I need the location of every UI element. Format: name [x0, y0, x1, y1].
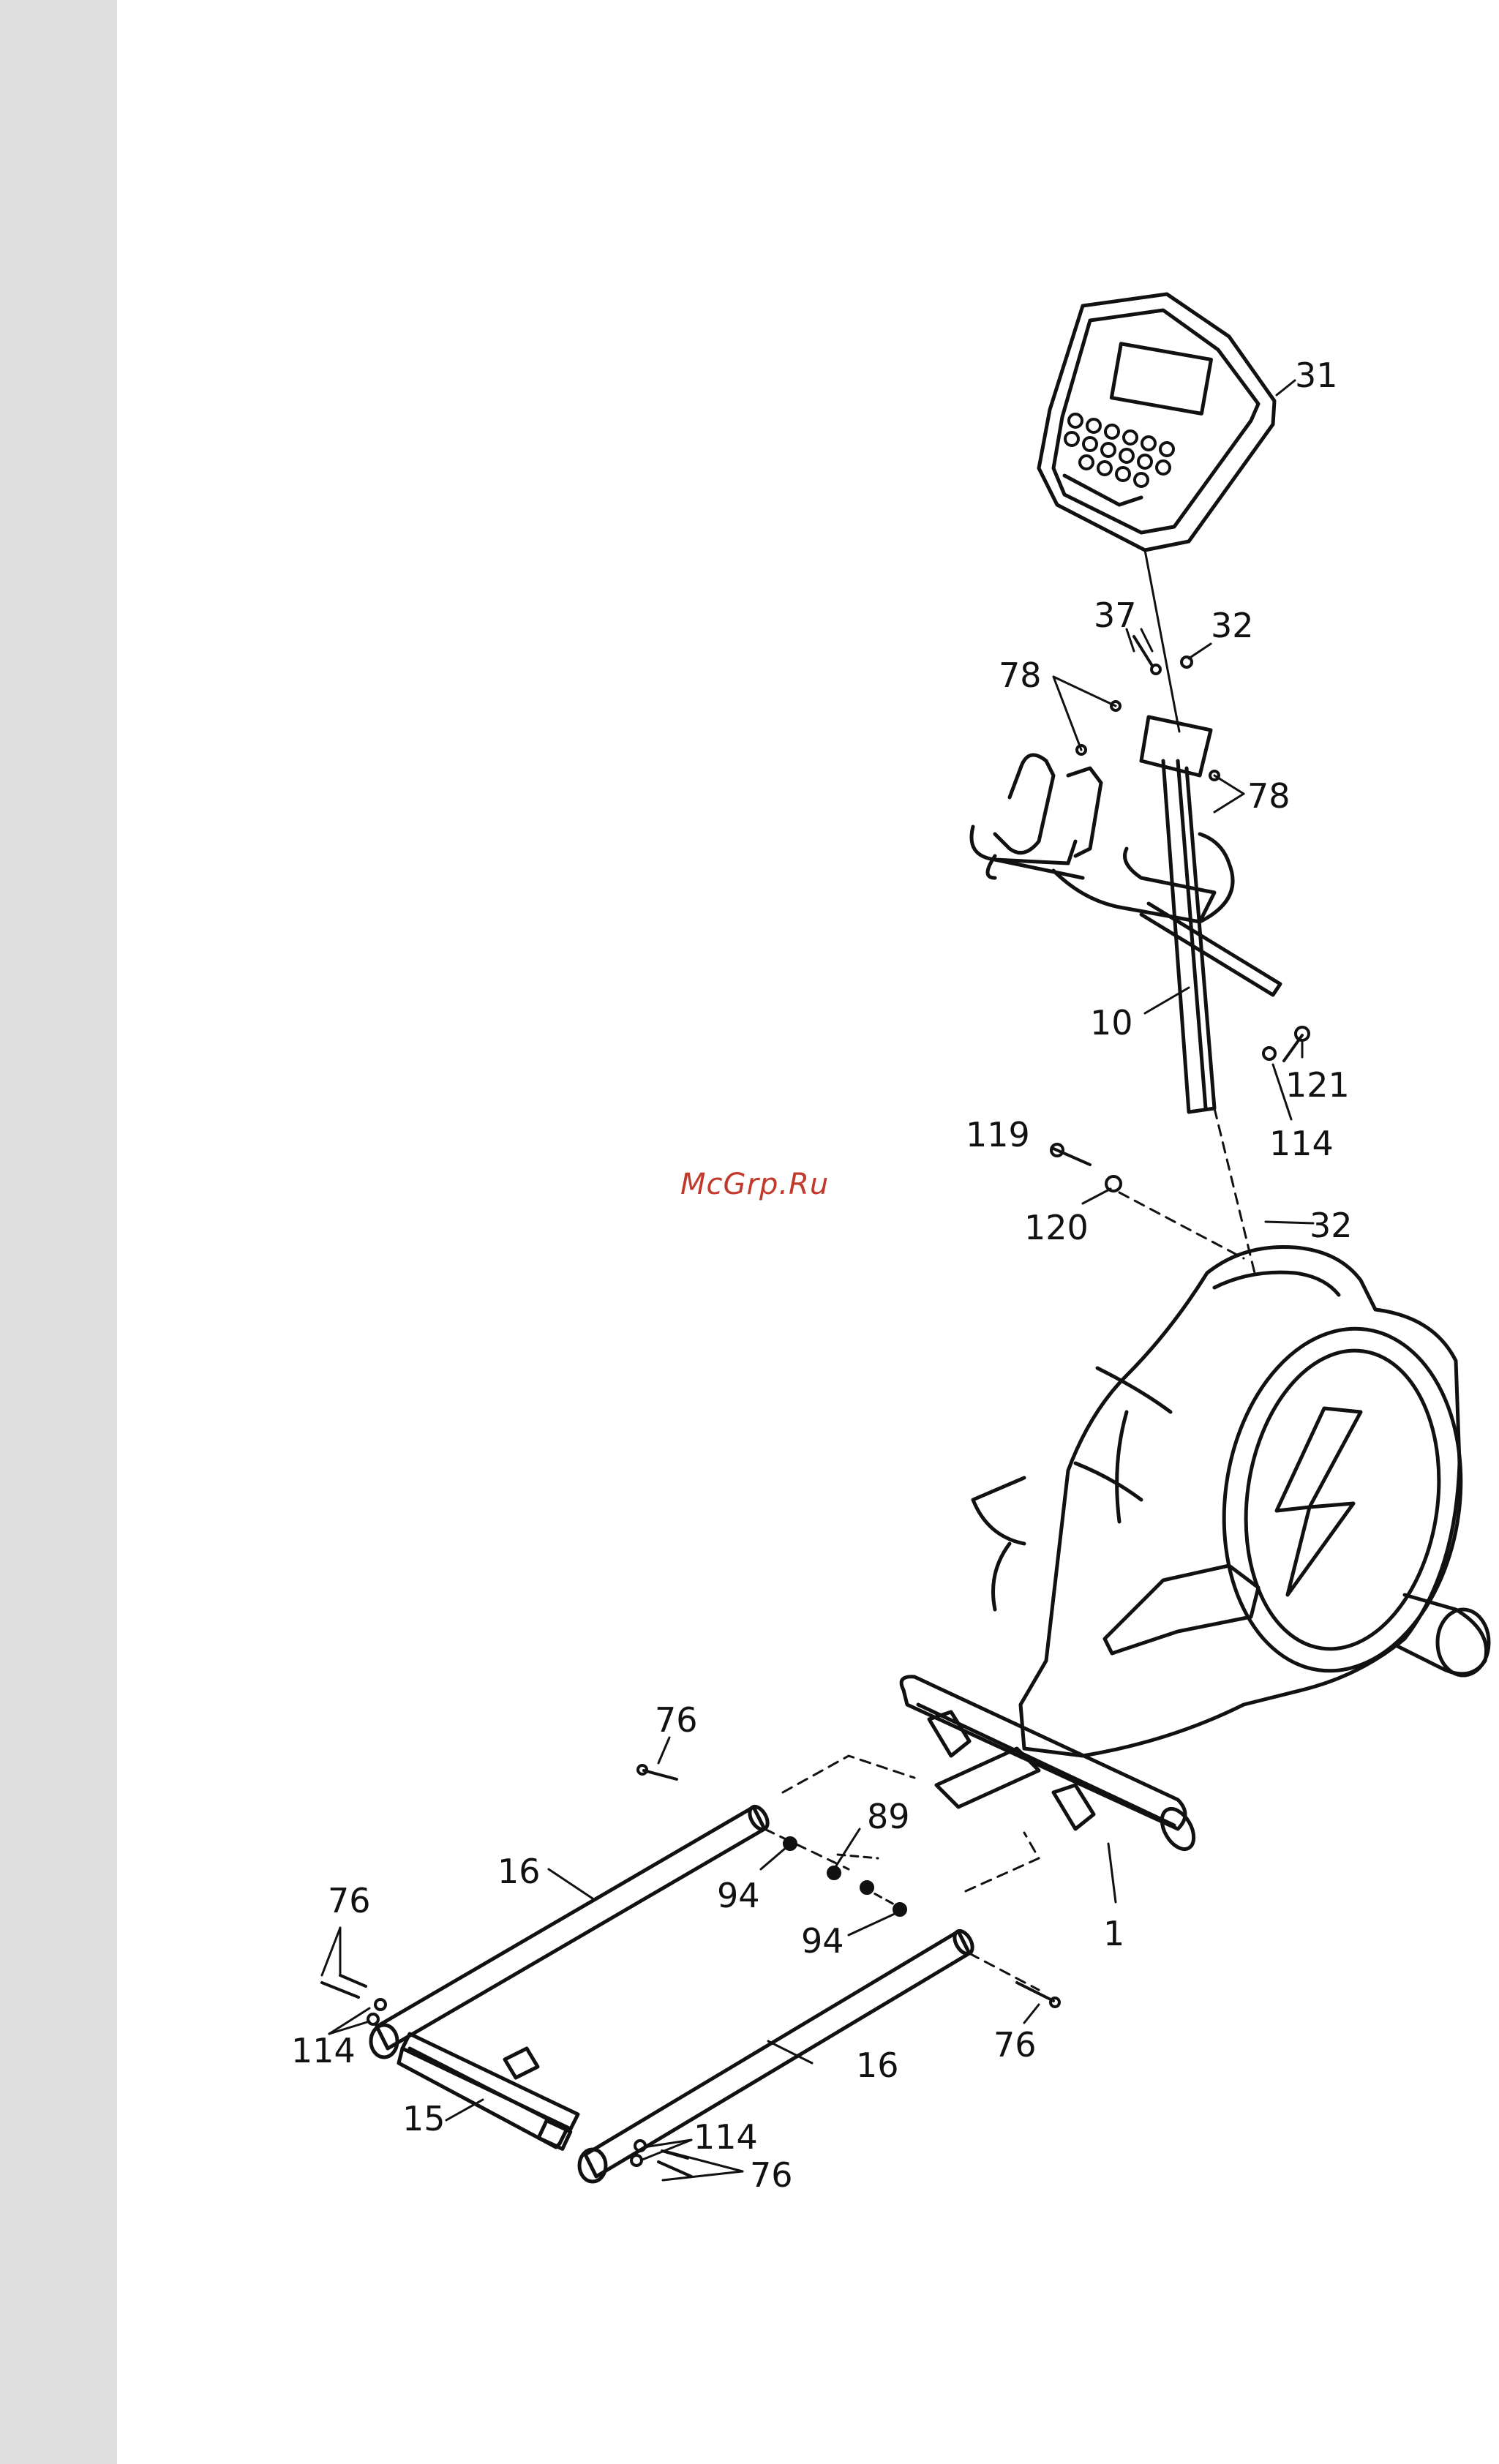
- callout-89: 89: [867, 1800, 910, 1833]
- watermark-text: McGrp.Ru: [680, 1168, 829, 1201]
- front-stabilizer-part: [901, 1677, 1200, 1855]
- callout-76-top: 76: [655, 1703, 698, 1737]
- handlebar-upright-part: [972, 717, 1280, 1112]
- callout-76-bottom: 76: [750, 2158, 793, 2192]
- callout-121: 121: [1285, 1068, 1350, 1102]
- callout-1: 1: [1103, 1917, 1124, 1950]
- callout-15: 15: [402, 2102, 446, 2136]
- main-frame-housing: [973, 1247, 1489, 1756]
- callout-16-left: 16: [497, 1855, 541, 1888]
- callout-10: 10: [1090, 1006, 1133, 1040]
- callout-94-right: 94: [801, 1924, 844, 1958]
- callout-76-right: 76: [993, 2028, 1037, 2062]
- callout-76-left: 76: [328, 1884, 371, 1918]
- fastener-hardware: [1051, 636, 1309, 1191]
- callout-119: 119: [966, 1118, 1030, 1152]
- callout-94-left: 94: [717, 1879, 760, 1912]
- callout-37: 37: [1094, 598, 1137, 632]
- console-part: [1039, 294, 1274, 550]
- callout-120: 120: [1024, 1211, 1089, 1244]
- callout-31: 31: [1295, 358, 1338, 392]
- callout-32-frame: 32: [1310, 1209, 1353, 1242]
- rail-tube-right: [585, 1928, 976, 2176]
- rail-tube-left: [377, 1803, 771, 2048]
- callout-16-right: 16: [856, 2048, 899, 2082]
- callout-78-right: 78: [1247, 779, 1291, 813]
- callout-114-upright: 114: [1269, 1127, 1334, 1160]
- callout-114-left: 114: [291, 2034, 356, 2067]
- console-keypad: [1065, 414, 1173, 487]
- callout-114-bottom: 114: [694, 2120, 758, 2154]
- callout-78-left: 78: [999, 658, 1042, 692]
- callout-32-top: 32: [1211, 609, 1254, 642]
